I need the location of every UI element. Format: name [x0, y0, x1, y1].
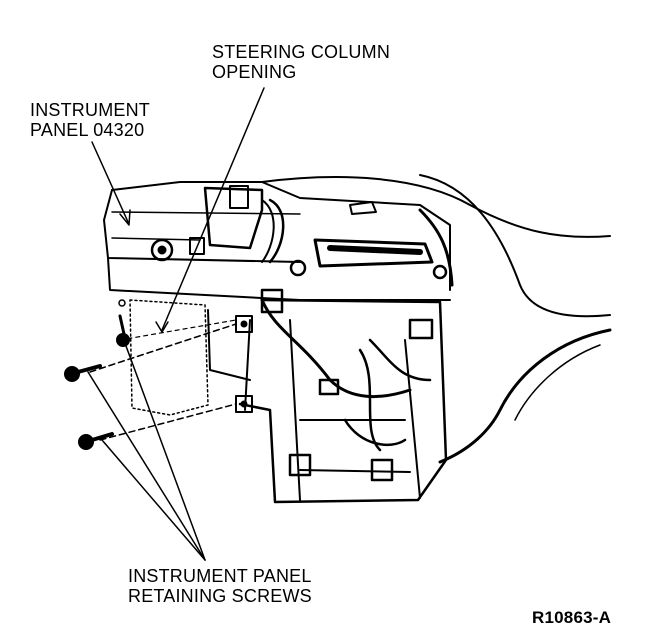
screw-side-icon	[116, 299, 130, 347]
instrument-panel-line-2: PANEL 04320	[30, 120, 145, 140]
cowl-curve	[419, 174, 611, 318]
leader-screw-1	[87, 371, 206, 561]
leader-screw-2	[101, 439, 206, 561]
center-vent	[313, 238, 434, 268]
screw-upper-icon	[64, 364, 102, 382]
alignment-line-lower	[99, 403, 237, 441]
wiring-harness	[260, 298, 412, 399]
leader-screw-3	[125, 345, 206, 561]
figure-id-label: R10863-A	[532, 608, 612, 627]
steering-column-opening-label: STEERING COLUMN OPENING	[212, 42, 390, 82]
instrument-panel-label: INSTRUMENT PANEL 04320	[30, 100, 150, 140]
retaining-screws-line-1: INSTRUMENT PANEL	[128, 566, 312, 586]
alignment-line-upper	[89, 323, 237, 373]
door-edge	[438, 328, 612, 464]
lower-frame	[238, 298, 448, 504]
column-bracket	[203, 186, 264, 250]
steering-column-line-2: OPENING	[212, 62, 297, 82]
steering-column-line-1: STEERING COLUMN	[212, 42, 391, 62]
panel-knob	[150, 238, 174, 262]
retaining-screws-label: INSTRUMENT PANEL RETAINING SCREWS	[128, 566, 312, 606]
leader-instrument	[91, 141, 129, 223]
instrument-panel-line-1: INSTRUMENT	[30, 100, 150, 120]
windshield-edge	[261, 176, 611, 238]
panel-top	[111, 181, 451, 291]
retaining-screws-line-2: RETAINING SCREWS	[128, 586, 312, 606]
screw-lower-icon	[78, 432, 114, 450]
leader-steering	[161, 87, 265, 331]
